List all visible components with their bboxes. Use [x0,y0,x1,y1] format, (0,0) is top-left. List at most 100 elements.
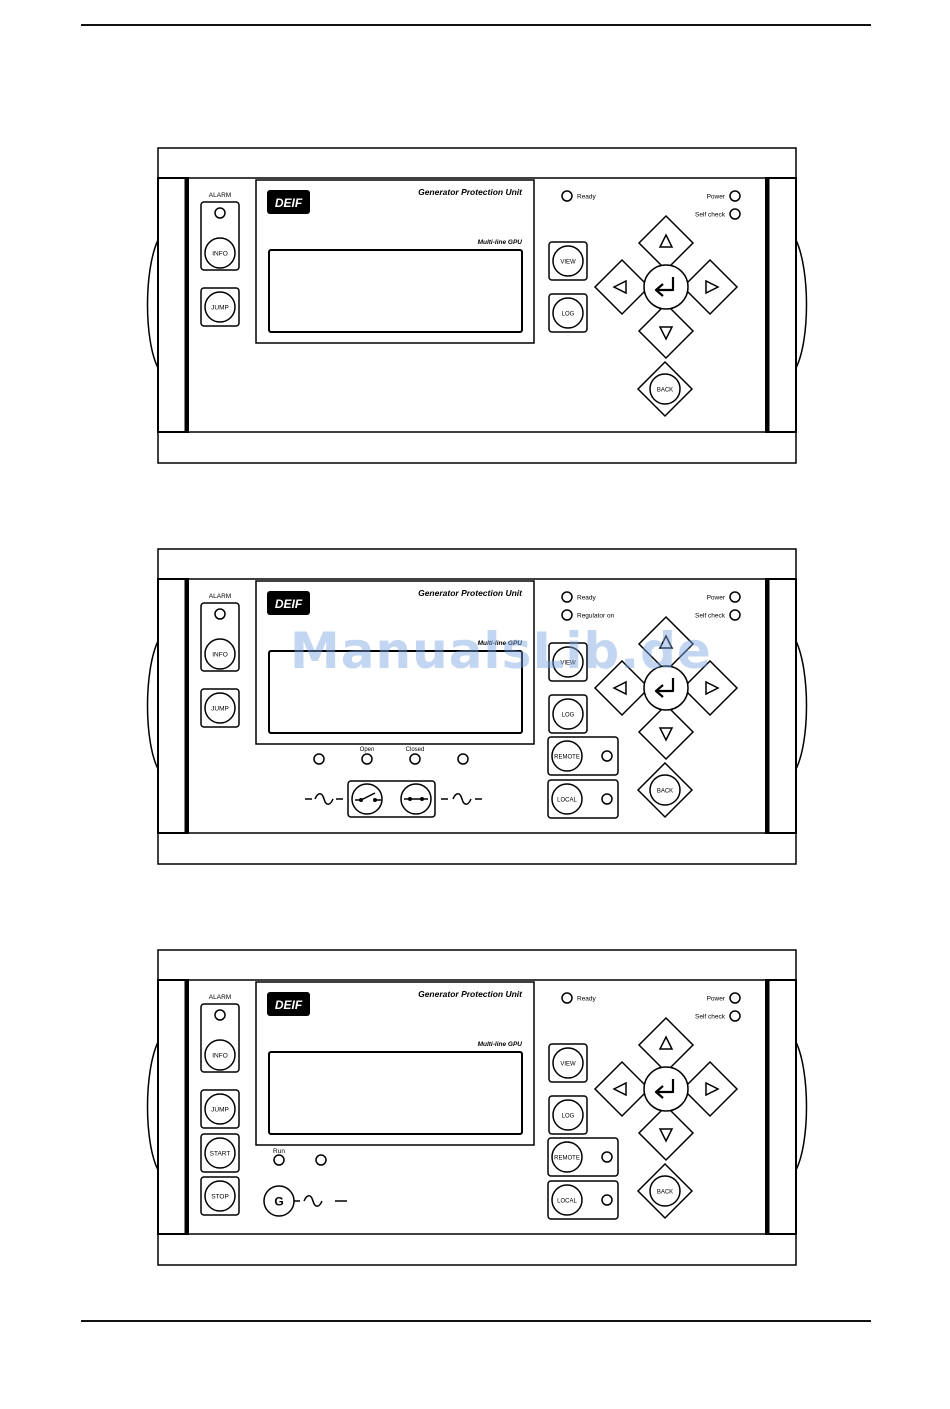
enter-button[interactable] [643,264,689,310]
deif-logo: DEIF [275,597,303,611]
info-button[interactable] [204,638,236,670]
arrow-down-icon[interactable] [658,1128,674,1143]
right-handle-grip [795,640,808,770]
power-led [729,992,741,1004]
enter-button[interactable] [643,1066,689,1112]
top-rule [81,24,871,26]
ready-label: Ready [577,595,597,602]
back-label: BACK [657,1190,673,1196]
open-label: Open [360,747,375,753]
back-button[interactable] [649,373,681,405]
arrow-up-icon[interactable] [658,1035,674,1050]
switch-closed-dot-2 [420,797,424,801]
arrow-up-icon[interactable] [658,634,674,649]
regulator-on-label: Regulator on [577,613,615,620]
closed-label: Closed [406,747,425,753]
alarm-label: ALARM [209,192,231,199]
ready-led [561,190,573,202]
generator-led-2 [315,1154,327,1166]
arrow-left-icon[interactable] [612,680,627,696]
arrow-left-icon[interactable] [612,1081,627,1097]
lcd-screen [268,249,523,333]
log-button[interactable] [552,1099,584,1131]
local-button[interactable] [551,783,583,815]
model-label: Multi-line GPU [478,239,523,246]
unit-title: Generator Protection Unit [418,989,523,999]
left-handle [157,177,189,433]
alarm-led [214,608,226,620]
breaker-led-1 [313,753,325,765]
right-handle-grip [795,1041,808,1171]
lcd-screen [268,1051,523,1135]
right-handle [765,578,797,834]
jump-button[interactable] [204,291,236,323]
arrow-down-icon[interactable] [658,326,674,341]
self-check-led [729,1010,741,1022]
log-button[interactable] [552,297,584,329]
log-button[interactable] [552,698,584,730]
log-button-label: LOG [562,1114,575,1120]
ac-line-left-icon [305,793,343,805]
alarm-label: ALARM [209,994,231,1001]
jump-button[interactable] [204,1093,236,1125]
local-led [601,793,613,805]
arrow-right-icon[interactable] [705,1081,720,1097]
lcd-screen [268,650,523,734]
local-button[interactable] [551,1184,583,1216]
right-handle [765,177,797,433]
breaker-open-button[interactable] [351,783,383,815]
view-button[interactable] [552,646,584,678]
ac-line-right-icon [441,793,482,805]
enter-icon [654,1079,675,1099]
power-led [729,190,741,202]
breaker-led-4 [457,753,469,765]
view-button[interactable] [552,245,584,277]
remote-button[interactable] [551,1141,583,1173]
jump-button-label: JUMP [211,305,229,312]
self-check-label: Self check [695,613,726,620]
switch-closed-dot [408,797,412,801]
arrow-up-icon[interactable] [658,233,674,248]
jump-button[interactable] [204,692,236,724]
back-button[interactable] [649,1175,681,1207]
back-label: BACK [657,388,673,394]
info-label: INFO [212,251,228,258]
jump-button-label: JUMP [211,706,229,713]
self-check-led [729,208,741,220]
ready-led [561,992,573,1004]
model-label: Multi-line GPU [478,640,523,647]
model-label: Multi-line GPU [478,1041,523,1048]
remote-label: REMOTE [554,1156,580,1162]
view-button[interactable] [552,1047,584,1079]
self-check-label: Self check [695,1014,726,1021]
remote-button[interactable] [551,740,583,772]
info-button[interactable] [204,237,236,269]
breaker-closed-led [409,753,421,765]
local-label: LOCAL [557,798,577,804]
generator-symbol: G [274,1195,283,1209]
info-button[interactable] [204,1039,236,1071]
left-handle [157,979,189,1235]
arrow-right-icon[interactable] [705,680,720,696]
arrow-right-icon[interactable] [705,279,720,295]
self-check-label: Self check [695,212,726,219]
back-button[interactable] [649,774,681,806]
regulator-on-led [561,609,573,621]
ready-led [561,591,573,603]
left-handle [157,578,189,834]
view-button-label: VIEW [560,661,576,667]
back-label: BACK [657,789,673,795]
start-button[interactable] [204,1137,236,1169]
stop-button-label: STOP [211,1194,229,1201]
run-label: Run [273,1148,285,1155]
unit-title: Generator Protection Unit [418,187,523,197]
enter-button[interactable] [643,665,689,711]
alarm-led [214,1009,226,1021]
self-check-led [729,609,741,621]
arrow-left-icon[interactable] [612,279,627,295]
stop-button[interactable] [204,1180,236,1212]
breaker-open-led [361,753,373,765]
arrow-down-icon[interactable] [658,727,674,742]
